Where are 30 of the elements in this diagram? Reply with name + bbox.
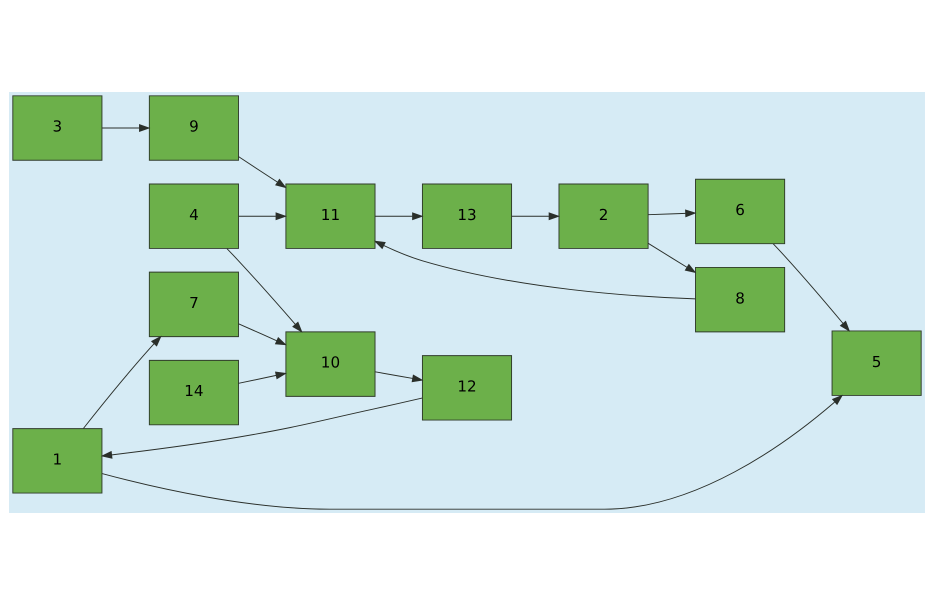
- arrow: [100, 397, 423, 458]
- arrow: [238, 322, 287, 345]
- node-box: 10: [285, 330, 376, 396]
- node-box: 5: [832, 330, 922, 396]
- arrow: [648, 208, 697, 217]
- node-box: 14: [148, 359, 239, 425]
- arrow: [238, 371, 287, 384]
- node-box: 4: [148, 183, 239, 248]
- node-box: 1: [12, 428, 102, 494]
- node-box: 11: [285, 183, 376, 248]
- arrow: [648, 242, 696, 273]
- arrow: [238, 212, 287, 220]
- arrow: [102, 124, 150, 132]
- arrow: [83, 335, 162, 428]
- arrow: [238, 156, 287, 188]
- arrow: [374, 370, 424, 382]
- node-box: 8: [695, 266, 786, 332]
- arrow: [772, 242, 850, 332]
- arrow: [511, 212, 560, 220]
- arrow: [102, 394, 844, 510]
- node-box: 12: [422, 354, 512, 420]
- node-box: 9: [148, 94, 239, 160]
- node-box: 2: [558, 183, 649, 248]
- arrow: [374, 212, 424, 220]
- node-box: 3: [12, 94, 102, 160]
- arrow: [226, 248, 303, 332]
- node-box: 6: [695, 178, 786, 244]
- arrow: [374, 240, 696, 299]
- node-box: 13: [422, 183, 512, 248]
- node-box: 7: [148, 271, 239, 337]
